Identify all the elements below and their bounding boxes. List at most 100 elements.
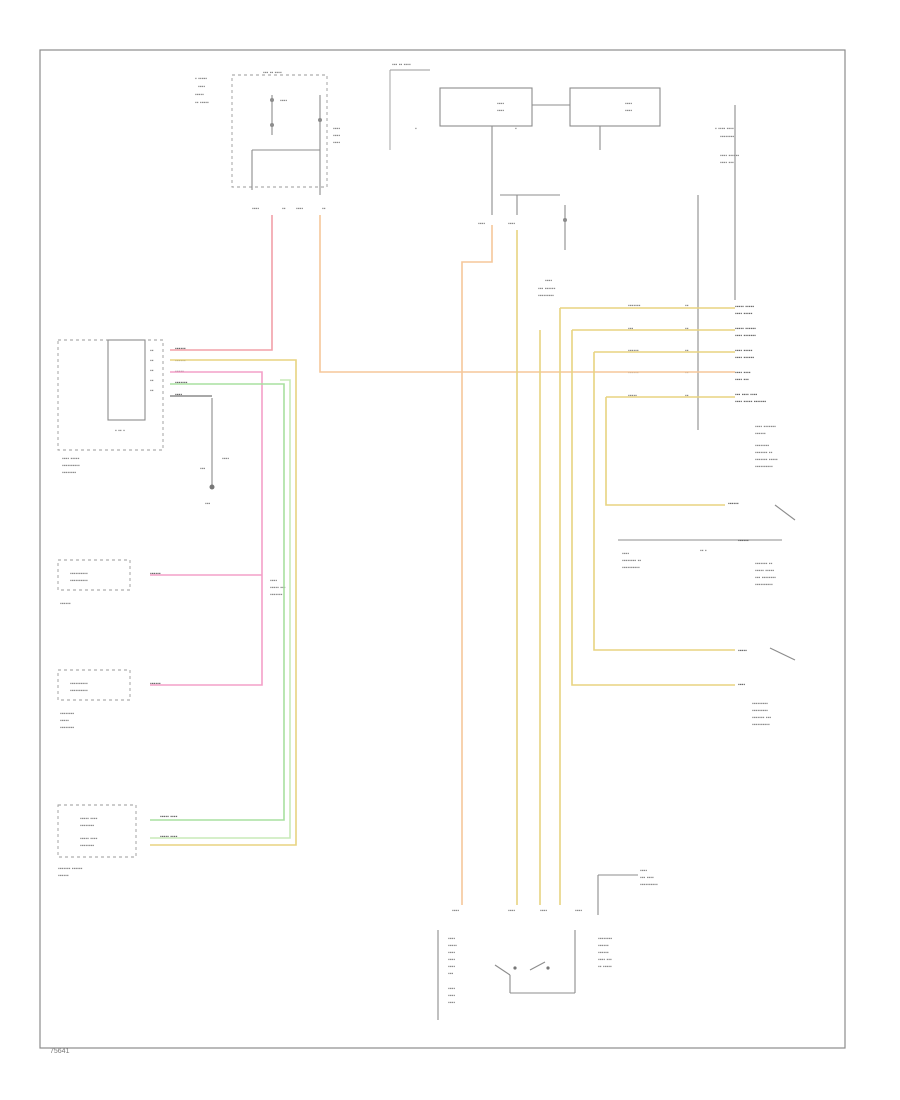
svg-text:▪▪▪▪: ▪▪▪▪ [575,908,582,914]
svg-text:▪▪: ▪▪ [685,370,689,376]
wires [150,215,735,905]
wire-yellow-left [150,359,297,846]
engine-control-module: ▪▪▪▪ ▪▪▪▪▪ ▪▪▪▪▪▪▪▪▪▪ ▪▪▪▪▪▪▪▪ ▪ ▪▪ ▪ ▪▪… [57,339,188,476]
wire-green [150,383,285,821]
svg-text:▪▪: ▪▪ [685,326,689,332]
svg-text:▪▪▪▪: ▪▪▪▪ [625,108,632,114]
svg-text:▪▪▪▪▪▪▪▪: ▪▪▪▪▪▪▪▪ [80,823,94,829]
svg-text:▪ ▪▪▪▪ ▪▪▪▪: ▪ ▪▪▪▪ ▪▪▪▪ [715,126,734,132]
svg-text:▪▪▪▪ ▪▪▪▪▪▪: ▪▪▪▪ ▪▪▪▪▪▪ [720,153,739,159]
svg-text:▪▪▪▪▪▪▪▪ ▪▪: ▪▪▪▪▪▪▪▪ ▪▪ [622,558,641,564]
bottom-switch-module: ▪▪▪▪ ▪▪▪▪▪ ▪▪▪▪ ▪▪▪▪ ▪▪▪▪ ▪▪▪ ▪▪▪▪ ▪▪▪▪ … [437,868,658,1020]
svg-text:▪▪▪▪▪▪▪▪▪▪: ▪▪▪▪▪▪▪▪▪▪ [622,565,640,571]
svg-text:▪▪▪▪: ▪▪▪▪ [448,950,455,956]
svg-text:▪▪▪ ▪▪▪▪▪▪▪▪: ▪▪▪ ▪▪▪▪▪▪▪▪ [755,575,776,581]
svg-text:▪▪▪▪ ▪▪▪▪▪: ▪▪▪▪ ▪▪▪▪▪ [62,456,80,462]
wire-yellow-r5v [605,397,725,506]
svg-text:▪▪▪▪▪▪▪ ▪▪: ▪▪▪▪▪▪▪ ▪▪ [755,450,773,456]
svg-text:▪▪: ▪▪ [685,393,689,399]
svg-text:▪▪▪▪▪▪▪▪▪: ▪▪▪▪▪▪▪▪▪ [752,701,768,707]
svg-text:▪▪▪▪: ▪▪▪▪ [333,133,340,139]
svg-text:▪▪ ▪▪▪▪▪: ▪▪ ▪▪▪▪▪ [598,964,612,970]
svg-text:▪▪▪▪▪▪▪▪: ▪▪▪▪▪▪▪▪ [720,134,734,140]
svg-text:▪▪▪▪: ▪▪▪▪ [448,986,455,992]
svg-text:▪▪▪▪▪: ▪▪▪▪▪ [738,648,747,654]
svg-text:▪▪▪▪: ▪▪▪▪ [508,908,515,914]
svg-text:▪▪▪▪▪▪▪: ▪▪▪▪▪▪▪ [175,380,188,386]
svg-text:▪▪▪: ▪▪▪ [200,466,206,472]
svg-text:▪▪▪▪: ▪▪▪▪ [622,551,629,557]
svg-text:▪▪▪▪▪▪▪▪▪▪: ▪▪▪▪▪▪▪▪▪▪ [70,681,88,687]
svg-text:▪▪▪▪ ▪▪▪▪▪▪▪: ▪▪▪▪ ▪▪▪▪▪▪▪ [755,424,776,430]
svg-text:▪▪: ▪▪ [322,206,326,212]
svg-text:▪▪▪▪: ▪▪▪▪ [222,456,229,462]
svg-text:▪▪▪▪▪▪: ▪▪▪▪▪▪ [628,348,639,354]
svg-text:▪▪▪▪▪ ▪▪▪▪▪▪: ▪▪▪▪▪ ▪▪▪▪▪▪ [735,326,756,332]
svg-text:▪▪▪▪▪▪▪ ▪▪▪▪▪▪: ▪▪▪▪▪▪▪ ▪▪▪▪▪▪ [58,866,83,872]
svg-text:▪▪ ▪▪▪▪▪: ▪▪ ▪▪▪▪▪ [195,100,209,106]
ignition-switch-block: ▪ ▪▪▪▪▪ ▪▪▪▪ ▪▪▪▪▪ ▪▪ ▪▪▪▪▪ ▪▪▪ ▪▪ ▪▪▪▪ … [195,70,340,212]
wire-yellow-r3v [593,352,735,651]
wire-orange-mid [461,225,493,905]
right-connector-block: ▪▪▪▪▪ ▪▪▪▪▪ ▪▪▪▪ ▪▪▪▪▪ ▪▪▪▪▪ ▪▪▪▪▪▪ ▪▪▪▪… [628,303,778,470]
svg-text:▪▪▪▪▪▪: ▪▪▪▪▪▪ [60,601,71,607]
svg-text:▪▪▪▪: ▪▪▪▪ [252,206,259,212]
svg-text:▪▪▪▪▪▪: ▪▪▪▪▪▪ [755,431,766,437]
ground-symbol: ▪▪▪▪ ▪▪▪ ▪▪▪ [200,398,229,507]
svg-text:▪▪▪▪▪: ▪▪▪▪▪ [60,718,69,724]
svg-text:▪▪▪▪ ▪▪▪▪▪▪▪: ▪▪▪▪ ▪▪▪▪▪▪▪ [735,333,756,339]
svg-text:▪▪▪▪: ▪▪▪▪ [738,682,745,688]
wire-pink [150,371,263,686]
svg-text:▪▪▪▪▪▪▪ ▪▪: ▪▪▪▪▪▪▪ ▪▪ [755,561,773,567]
cruise-control-switch: ▪▪▪▪▪ ▪▪▪▪ ▪▪▪▪▪▪▪▪ ▪▪▪▪▪ ▪▪▪▪ ▪▪▪▪▪▪▪▪ … [57,804,178,879]
svg-text:▪▪▪▪▪ ▪▪▪▪: ▪▪▪▪▪ ▪▪▪▪ [160,834,178,840]
svg-text:▪▪▪▪▪▪▪ ▪▪▪: ▪▪▪▪▪▪▪ ▪▪▪ [752,715,771,721]
svg-text:▪▪▪ ▪▪▪▪▪▪: ▪▪▪ ▪▪▪▪▪▪ [538,286,556,292]
svg-text:▪▪▪ ▪▪ ▪▪▪▪: ▪▪▪ ▪▪ ▪▪▪▪ [392,62,411,68]
svg-text:▪▪▪▪: ▪▪▪▪ [270,578,277,584]
svg-text:▪▪▪▪▪▪: ▪▪▪▪▪▪ [150,571,161,577]
svg-text:▪▪▪▪▪▪▪▪: ▪▪▪▪▪▪▪▪ [80,843,94,849]
svg-text:▪▪▪▪▪▪▪▪: ▪▪▪▪▪▪▪▪ [60,711,74,717]
svg-text:▪▪▪▪▪▪▪▪▪▪: ▪▪▪▪▪▪▪▪▪▪ [62,463,80,469]
svg-text:▪ ▪▪ ▪: ▪ ▪▪ ▪ [115,428,125,434]
svg-text:▪▪▪▪▪▪▪▪: ▪▪▪▪▪▪▪▪ [598,936,612,942]
svg-text:▪▪▪▪▪▪: ▪▪▪▪▪▪ [598,943,609,949]
svg-text:▪▪▪▪: ▪▪▪▪ [640,868,647,874]
svg-text:▪▪▪▪ ▪▪▪▪▪▪: ▪▪▪▪ ▪▪▪▪▪▪ [735,355,754,361]
svg-text:▪▪▪▪: ▪▪▪▪ [175,392,182,398]
svg-text:▪▪▪▪▪▪: ▪▪▪▪▪▪ [150,681,161,687]
svg-text:▪▪▪▪▪▪: ▪▪▪▪▪▪ [58,873,69,879]
right-switches: ▪▪▪▪▪▪ ▪▪▪▪▪▪ ▪▪▪▪ ▪▪▪▪▪▪▪▪ ▪▪ ▪▪▪▪▪▪▪▪▪… [618,501,796,728]
svg-text:▪▪: ▪▪ [150,388,154,394]
svg-text:▪▪▪▪: ▪▪▪▪ [625,101,632,107]
wire-yellow-r2v [571,330,735,686]
svg-text:▪▪▪▪ ▪▪▪▪▪: ▪▪▪▪ ▪▪▪▪▪ [735,348,753,354]
svg-text:▪▪: ▪▪ [150,368,154,374]
clutch-pedal-switch: ▪▪▪▪▪▪▪▪▪▪ ▪▪▪▪▪▪▪▪▪▪ ▪▪▪▪▪▪▪▪ ▪▪▪▪▪ ▪▪▪… [57,669,161,731]
svg-text:▪: ▪ [515,126,517,132]
svg-text:▪▪▪▪▪: ▪▪▪▪▪ [448,943,457,949]
wire-orange-top [319,215,735,373]
svg-text:▪▪: ▪▪ [150,358,154,364]
svg-text:▪▪▪▪ ▪▪▪: ▪▪▪▪ ▪▪▪ [720,160,734,166]
svg-text:▪▪▪▪▪▪▪ ▪▪▪▪▪: ▪▪▪▪▪▪▪ ▪▪▪▪▪ [755,457,778,463]
svg-text:▪▪▪▪: ▪▪▪▪ [545,278,552,284]
diagram-border [39,49,846,1049]
relay-block: ▪▪▪ ▪▪ ▪▪▪▪ ▪▪▪▪ ▪▪▪▪ ▪▪▪▪ ▪▪▪▪ ▪ ▪ ▪▪▪▪… [389,62,661,299]
svg-text:▪▪▪▪▪▪▪▪▪▪: ▪▪▪▪▪▪▪▪▪▪ [70,578,88,584]
svg-text:▪▪▪▪▪: ▪▪▪▪▪ [628,393,637,399]
svg-text:▪▪▪▪ ▪▪▪▪▪ ▪▪▪▪▪▪▪: ▪▪▪▪ ▪▪▪▪▪ ▪▪▪▪▪▪▪ [735,399,766,405]
svg-text:▪▪▪▪▪▪: ▪▪▪▪▪▪ [598,950,609,956]
svg-text:▪▪▪▪: ▪▪▪▪ [478,221,485,227]
svg-text:▪▪▪▪: ▪▪▪▪ [452,908,459,914]
svg-text:▪▪▪▪▪▪: ▪▪▪▪▪▪ [728,501,739,507]
svg-text:▪▪▪▪: ▪▪▪▪ [497,101,504,107]
svg-text:▪▪▪▪: ▪▪▪▪ [448,964,455,970]
wire-light-green [150,379,291,839]
svg-text:▪▪▪▪: ▪▪▪▪ [497,108,504,114]
svg-text:▪▪▪▪▪▪▪▪▪▪: ▪▪▪▪▪▪▪▪▪▪ [755,464,773,470]
wire-red-top [170,215,273,351]
svg-text:▪▪▪▪: ▪▪▪▪ [448,993,455,999]
svg-text:▪▪: ▪▪ [150,348,154,354]
